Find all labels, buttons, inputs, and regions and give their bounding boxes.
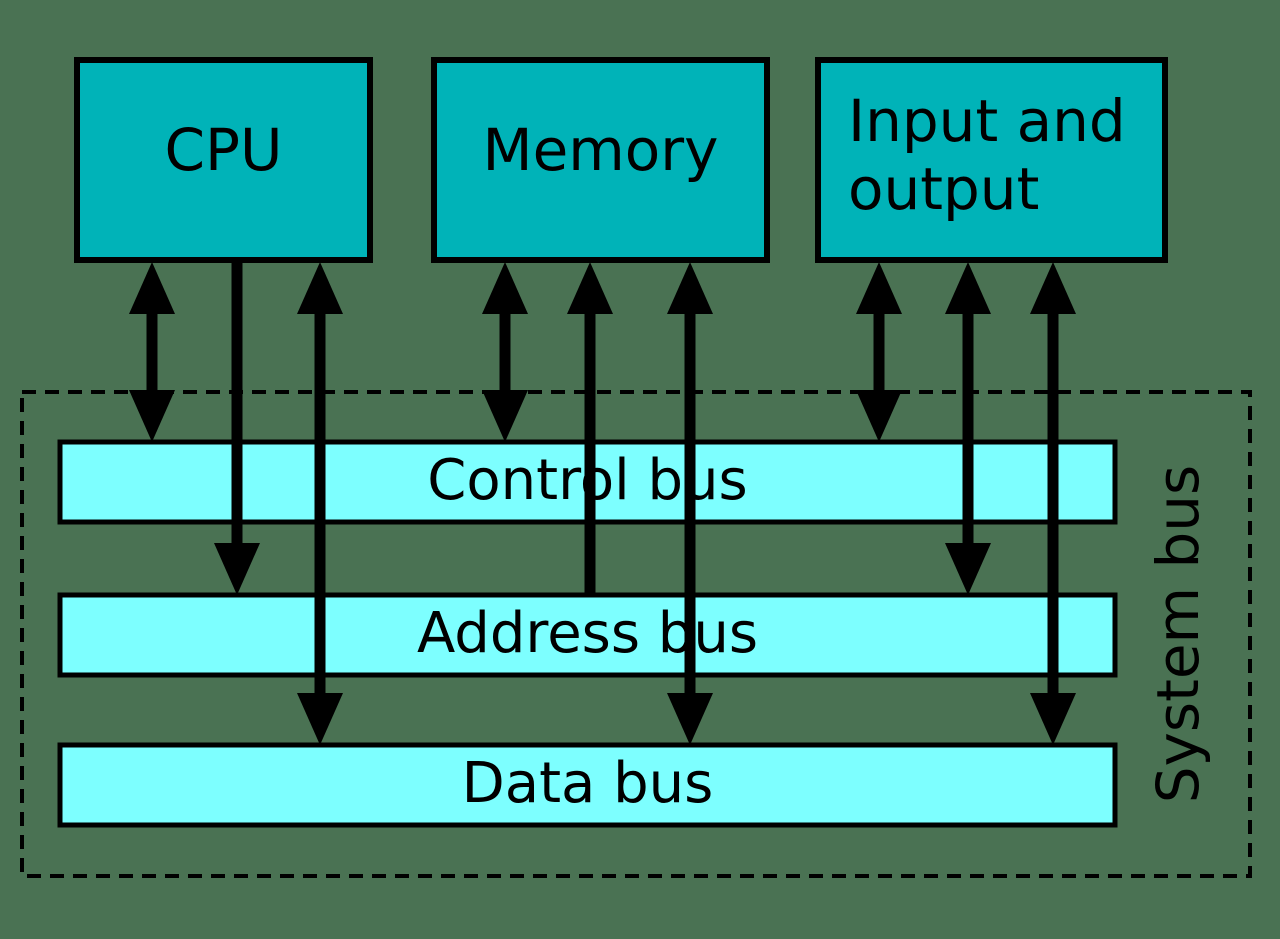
unit-memory[interactable]: Memory — [431, 57, 770, 263]
bus-control-bus[interactable]: Control bus — [57, 439, 1118, 525]
connector-memory-address — [567, 262, 613, 595]
bus-address-bus[interactable]: Address bus — [57, 592, 1118, 678]
connector-io-control — [856, 262, 902, 442]
unit-cpu[interactable]: CPU — [74, 57, 373, 263]
connector-cpu-address — [214, 262, 260, 595]
unit-label-memory: Memory — [483, 116, 719, 184]
bus-data-bus[interactable]: Data bus — [57, 742, 1118, 828]
connector-group — [129, 262, 1076, 745]
bus-label-control-bus: Control bus — [427, 448, 747, 513]
bus-label-address-bus: Address bus — [417, 601, 758, 666]
connector-io-address — [945, 262, 991, 595]
connector-memory-control — [482, 262, 528, 442]
bus-label-data-bus: Data bus — [462, 751, 714, 816]
connector-cpu-control — [129, 262, 175, 442]
unit-label-io-line2: output — [848, 155, 1039, 223]
system-bus-label: System bus — [1144, 465, 1212, 804]
unit-label-cpu: CPU — [165, 116, 283, 184]
system-bus-boundary — [20, 390, 1252, 878]
unit-label-io-line1: Input and — [848, 87, 1126, 155]
